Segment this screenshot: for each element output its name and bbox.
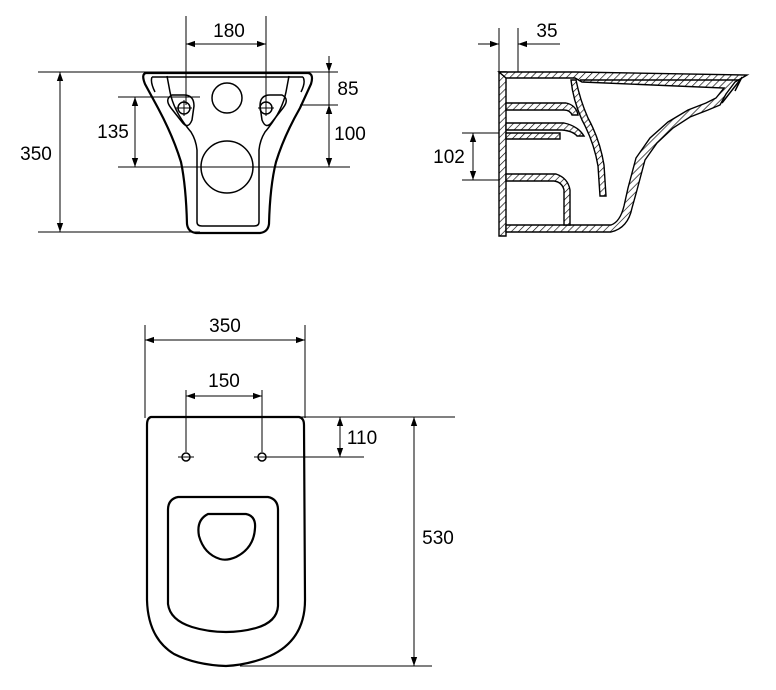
- top-view: 350 150 110 530: [144, 316, 455, 668]
- dim-side-wall-offset: 35: [536, 21, 557, 42]
- dim-side-inlet-height: 102: [433, 147, 465, 168]
- dim-front-hole-spacing: 135: [97, 122, 129, 143]
- dim-top-width: 350: [209, 316, 241, 337]
- dim-front-top-hole: 85: [337, 79, 358, 100]
- dim-front-height: 350: [20, 144, 52, 165]
- dim-front-outlet-offset: 100: [334, 124, 366, 145]
- side-section-view: 35 102: [433, 21, 750, 237]
- dim-front-width: 180: [213, 21, 245, 42]
- dim-top-length: 530: [422, 528, 454, 549]
- dim-top-hinge-spacing: 150: [208, 371, 240, 392]
- dim-top-hinge-offset: 110: [347, 428, 377, 449]
- front-view: 180 350 135 85 100: [20, 16, 366, 235]
